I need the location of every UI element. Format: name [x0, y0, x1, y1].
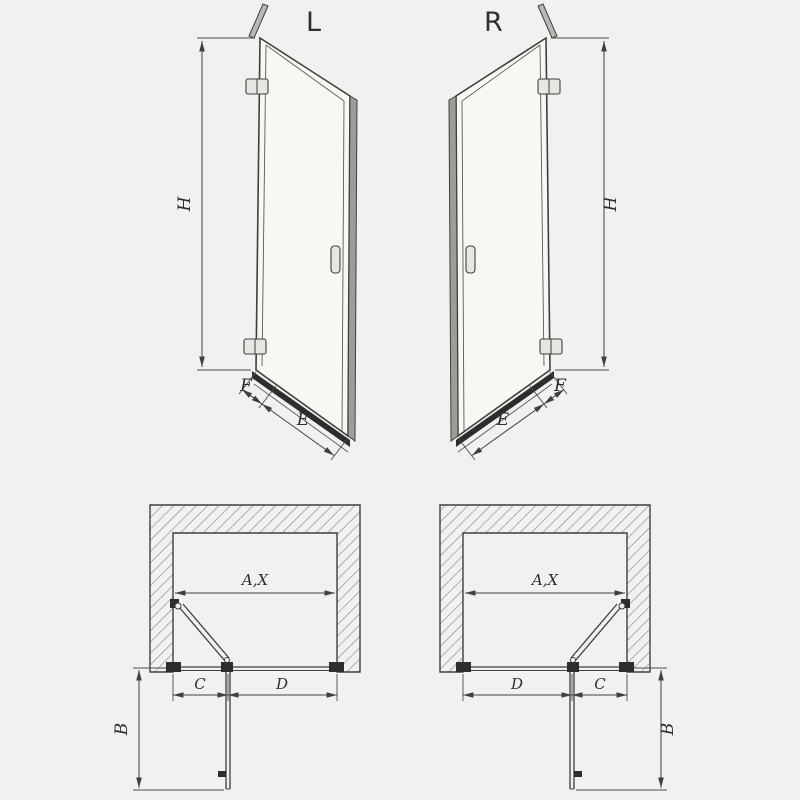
hinge-top: [537, 78, 561, 95]
d-label: D: [510, 675, 523, 693]
wall-hatched: [439, 504, 651, 673]
depth-label: B: [112, 723, 132, 737]
wall-bracket-right: [329, 662, 344, 672]
door-glass-panel: [255, 36, 351, 438]
open-door-panel: [218, 672, 231, 790]
c-label: C: [594, 675, 606, 693]
dimension-height-right: H: [551, 37, 621, 371]
figure-front-left: H F E L: [175, 3, 358, 461]
handle-mark: [574, 771, 582, 777]
fixed-width-label: F: [239, 376, 253, 396]
door-handle: [330, 245, 341, 274]
open-door-panel: [569, 672, 582, 790]
figure-plan-left: A,X C D B: [112, 504, 361, 791]
width-label: A,X: [530, 571, 560, 589]
dimension-c-d: D C: [462, 674, 628, 701]
wall-bracket-left: [166, 662, 181, 672]
dimension-c-d: C D: [172, 674, 338, 701]
dimension-bottom-right: F E: [457, 371, 568, 461]
height-label: H: [601, 195, 621, 212]
dimension-bottom-left: F E: [238, 371, 349, 461]
figure-plan-right: A,X D C B: [439, 504, 678, 791]
pivot-block: [221, 662, 233, 672]
variant-label-right: R: [484, 7, 503, 38]
entry-width-label: E: [296, 410, 310, 430]
pivot-block: [567, 662, 579, 672]
d-label: D: [275, 675, 288, 693]
door-handle: [465, 245, 476, 274]
dimension-depth: B: [576, 667, 678, 791]
entry-width-label: E: [496, 410, 510, 430]
dimension-width: A,X: [175, 571, 335, 596]
handle-mark: [218, 771, 226, 777]
wall-profile: [347, 95, 358, 442]
hinge-bottom: [539, 338, 563, 355]
folding-arm: [170, 599, 230, 663]
dimension-height-left: H: [175, 37, 255, 371]
door-glass-panel: [455, 36, 551, 438]
wall-bracket-left: [456, 662, 471, 672]
height-label: H: [175, 195, 195, 212]
c-label: C: [194, 675, 206, 693]
fixed-width-label: F: [553, 376, 567, 396]
dimension-depth: B: [112, 667, 224, 791]
wall-bracket-right: [619, 662, 634, 672]
ceiling-support-rod: [248, 3, 269, 39]
hinge-top: [245, 78, 269, 95]
glass-frame-lines: [261, 44, 345, 432]
dimension-width: A,X: [465, 571, 625, 596]
hinge-bottom: [243, 338, 267, 355]
wall-profile: [448, 95, 459, 442]
folding-arm: [570, 599, 630, 663]
depth-label: B: [658, 723, 678, 737]
ceiling-support-rod: [537, 3, 558, 39]
wall-hatched: [149, 504, 361, 673]
glass-frame-lines: [461, 44, 545, 432]
width-label: A,X: [240, 571, 270, 589]
figure-front-right: H F E R: [448, 3, 621, 461]
variant-label-left: L: [306, 7, 321, 38]
